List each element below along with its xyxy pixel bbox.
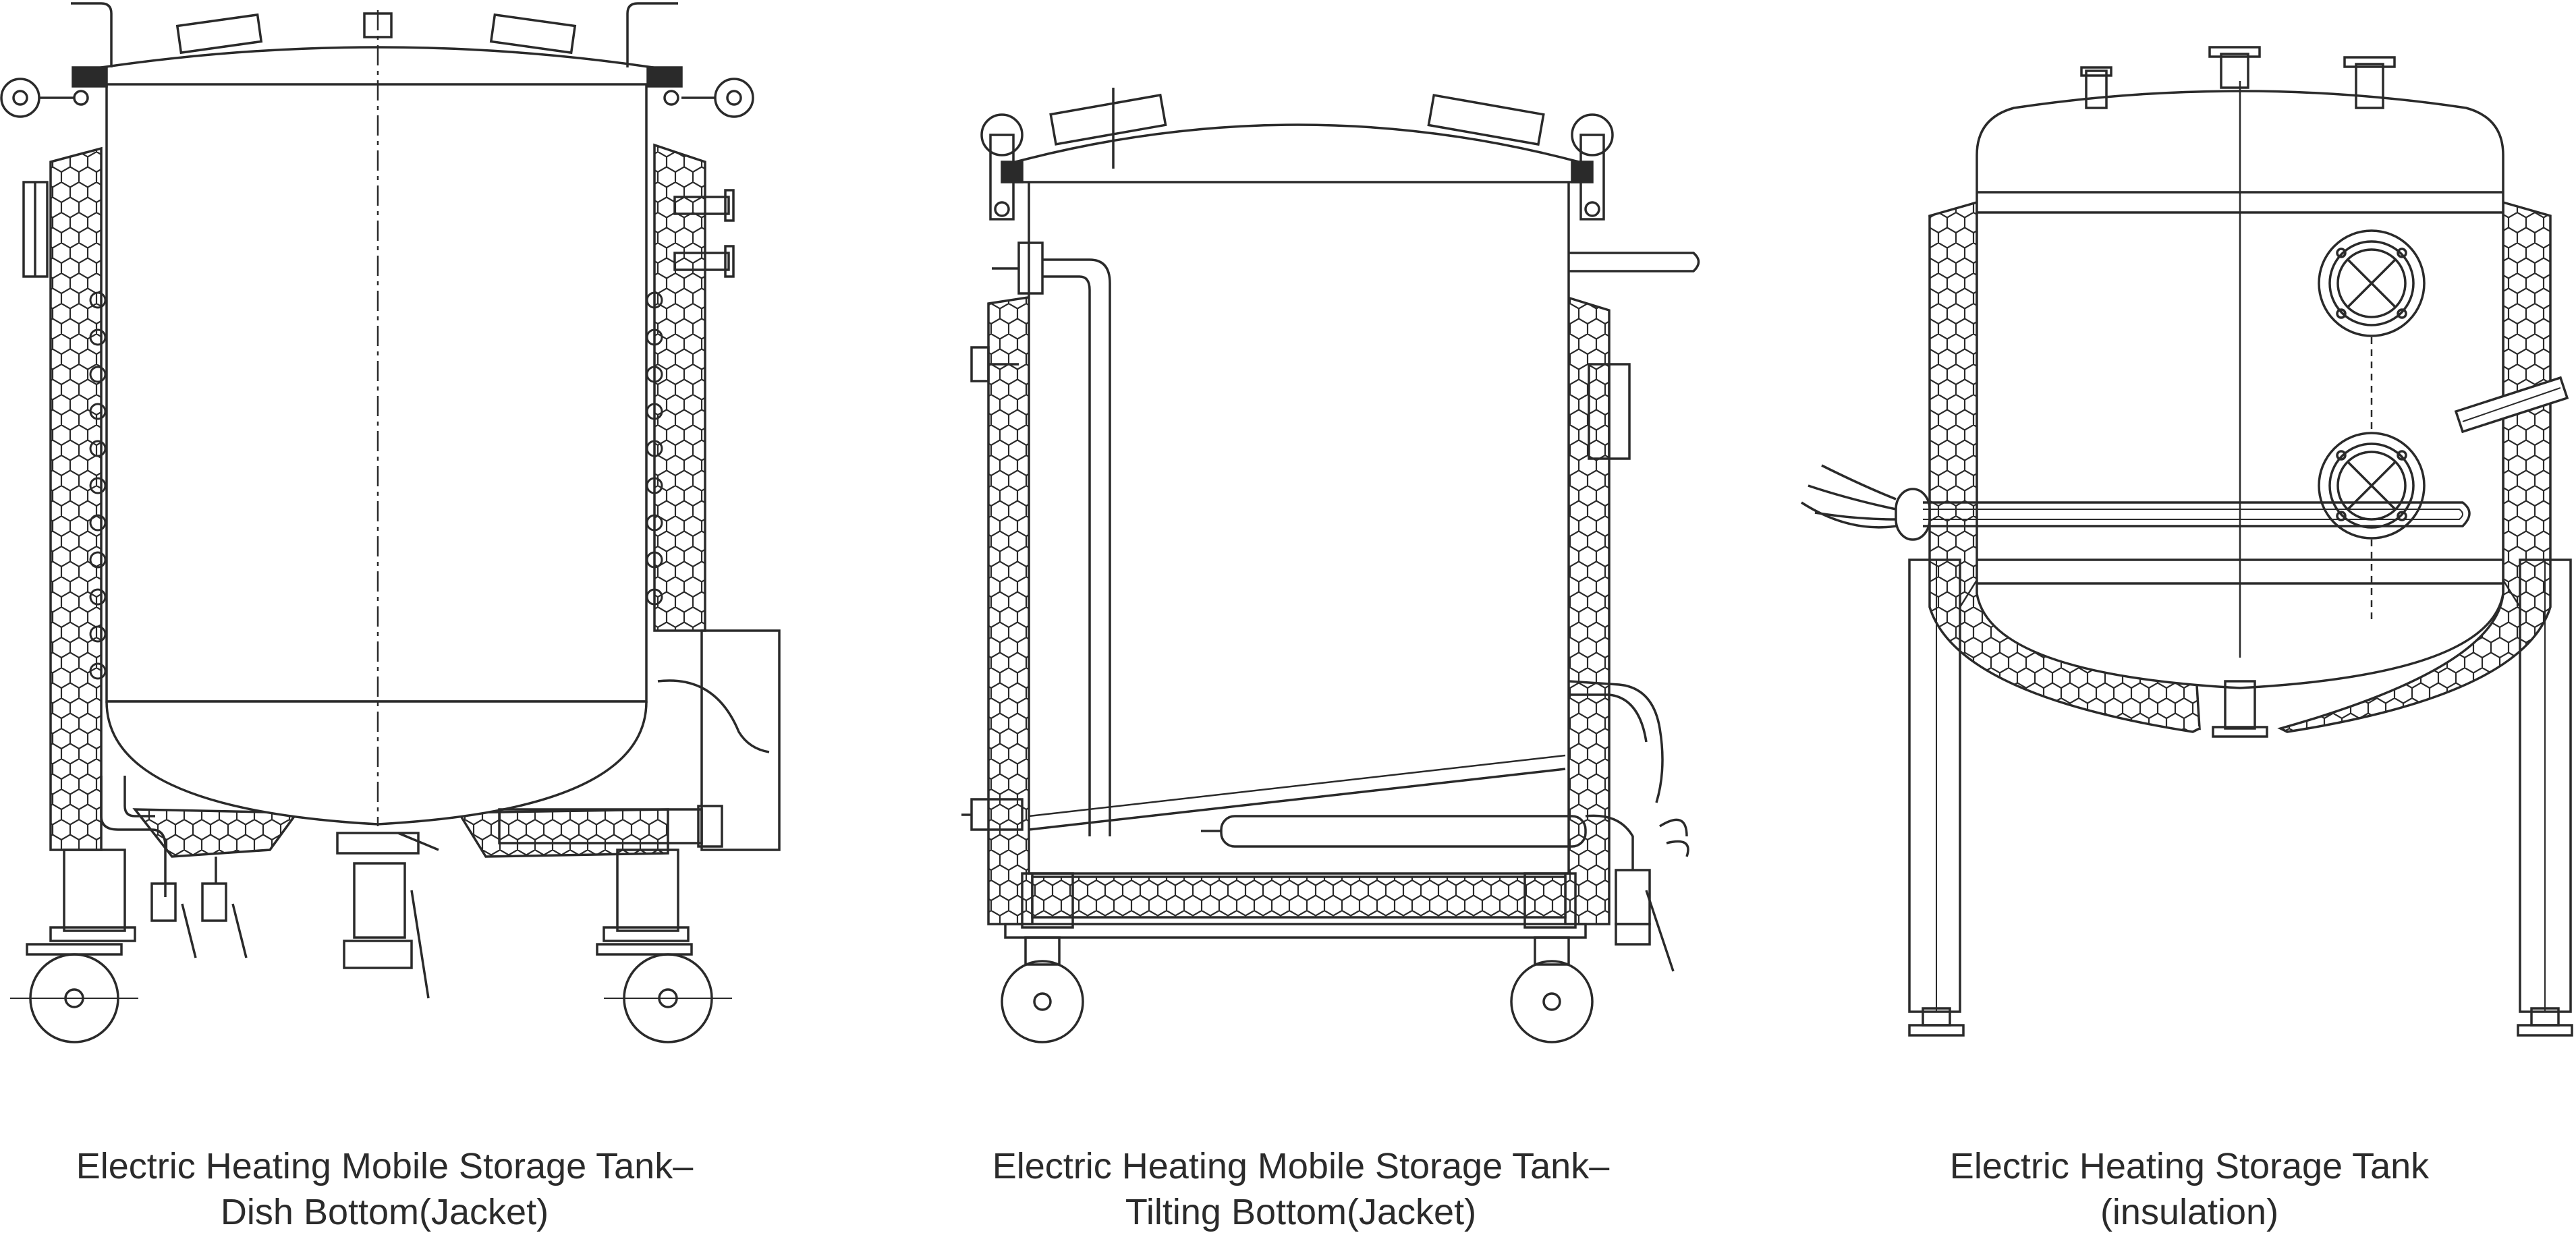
heating-coil-right	[646, 291, 663, 606]
right-insulation-jacket	[1564, 295, 1611, 925]
heater-terminal-head	[1895, 488, 1931, 541]
vent-pipe	[1569, 252, 1700, 272]
top-nozzle-right	[2355, 63, 2384, 109]
top-sight-glass-right	[1427, 94, 1545, 146]
top-head	[1014, 123, 1580, 183]
heating-coil-left	[89, 291, 107, 680]
left-wheel	[1001, 960, 1084, 1043]
top-sight-glass-left	[175, 13, 263, 55]
top-head	[100, 46, 654, 86]
main-outlet-valve	[353, 862, 406, 939]
bottom-valve	[1615, 869, 1651, 925]
insulation-shell-right	[2277, 200, 2552, 733]
vessel-body	[1028, 177, 1570, 875]
right-nozzle-lower	[673, 252, 730, 271]
left-leg	[63, 849, 126, 932]
top-left-handle	[71, 2, 113, 67]
left-clamp	[980, 113, 1024, 156]
left-side-nozzle	[970, 346, 990, 382]
right-wheel	[1510, 960, 1594, 1043]
top-sight-glass-right	[489, 13, 577, 55]
top-right-handle	[626, 2, 678, 67]
electric-heater	[498, 808, 703, 844]
bottom-left-insulation	[132, 808, 300, 858]
internal-riser-pipe	[1042, 258, 1111, 836]
top-nozzle-left	[2085, 69, 2108, 109]
tilting-bottom-tank-drawing	[961, 88, 1700, 1043]
manhole-upper	[2318, 229, 2426, 337]
right-clamp	[1571, 113, 1614, 156]
bottom-outlet	[2224, 680, 2256, 730]
top-nozzle-center	[2220, 53, 2249, 89]
bottom-drain-pipe	[100, 776, 167, 897]
dish-bottom	[105, 701, 648, 826]
dish-bottom-tank-drawing	[0, 2, 781, 1043]
bottom-insulation	[1031, 875, 1567, 919]
heater-cable	[1801, 464, 1897, 529]
left-leg	[1021, 872, 1074, 929]
tilting-bottom	[1028, 768, 1566, 831]
top-sight-glass-left	[1049, 93, 1167, 146]
bottom-valve-left	[150, 882, 177, 922]
right-leg	[1523, 872, 1577, 929]
heater-junction-box	[700, 629, 781, 851]
right-nozzle-upper	[673, 196, 730, 215]
insulation-storage-tank-drawing	[1801, 46, 2573, 1037]
right-clamp-wheel	[714, 78, 754, 118]
heater-cable	[1568, 680, 1664, 803]
left-clamp-wheel	[0, 78, 40, 118]
left-leg	[1908, 558, 1961, 1013]
left-insulation-jacket	[49, 146, 103, 851]
vessel-body	[105, 80, 648, 703]
right-leg	[616, 849, 679, 932]
electric-heater-element	[1923, 501, 2471, 527]
